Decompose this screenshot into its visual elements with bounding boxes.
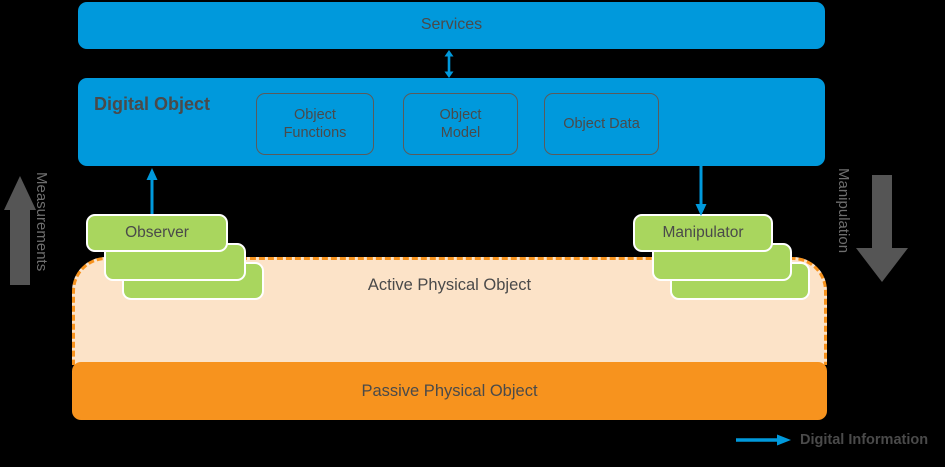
connector-observer-digital-object (146, 168, 158, 214)
manipulation-label: Manipulation (835, 168, 852, 254)
object-model-line2: Model (440, 125, 481, 141)
manipulator-label: Manipulator (662, 224, 744, 241)
connector-services-digital-object (444, 50, 454, 78)
services-block[interactable]: Services (78, 2, 825, 49)
object-functions-label: Object Functions (284, 106, 347, 142)
measurements-label: Measurements (33, 172, 50, 272)
observer-label: Observer (125, 224, 189, 241)
arrow-right-icon (736, 434, 791, 446)
measurements-arrow-icon (4, 176, 36, 285)
services-label: Services (420, 16, 483, 34)
object-functions-box[interactable]: Object Functions (256, 93, 374, 155)
manipulator-block[interactable]: Manipulator (633, 214, 773, 252)
object-data-label: Object Data (563, 115, 640, 132)
digital-object-label: Digital Object (94, 94, 211, 114)
digital-object-block[interactable]: Digital Object Object Functions Object M… (78, 78, 825, 166)
connector-digital-object-manipulator (695, 166, 707, 216)
object-model-label: Object Model (440, 106, 482, 142)
passive-physical-object-block[interactable]: Passive Physical Object (72, 362, 827, 420)
object-data-box[interactable]: Object Data (544, 93, 659, 155)
legend: Digital Information (735, 432, 928, 448)
active-physical-object-label: Active Physical Object (367, 276, 532, 294)
object-functions-line1: Object (294, 106, 336, 123)
legend-label: Digital Information (800, 432, 929, 448)
object-model-box[interactable]: Object Model (403, 93, 518, 155)
passive-physical-object-label: Passive Physical Object (361, 381, 538, 400)
observer-block[interactable]: Observer (86, 214, 228, 252)
object-model-line1: Object (439, 106, 482, 123)
manipulation-arrow-icon (856, 175, 908, 282)
object-functions-line2: Functions (283, 125, 347, 141)
